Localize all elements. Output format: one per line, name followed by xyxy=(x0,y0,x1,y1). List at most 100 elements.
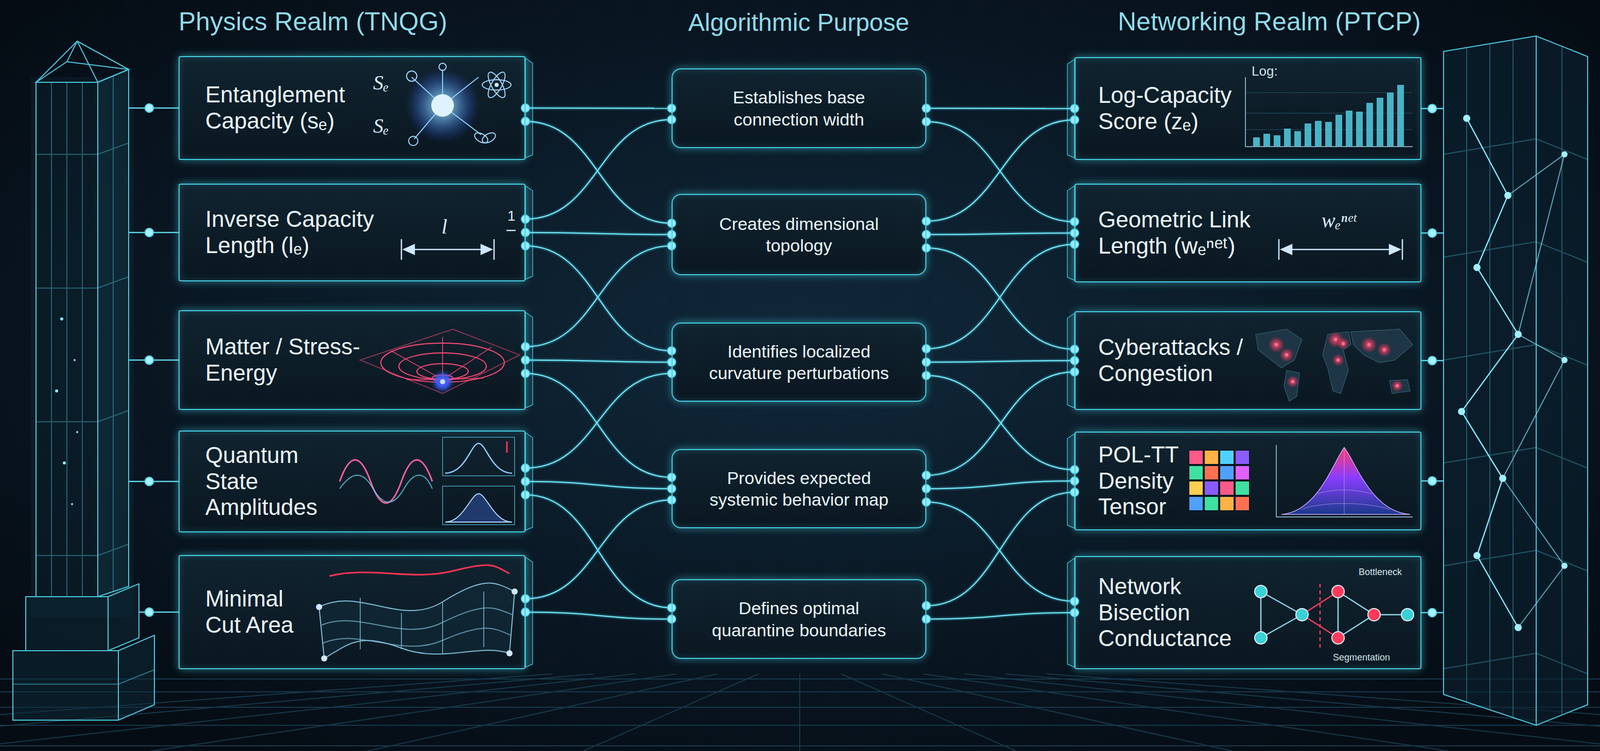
attack-map-illustration-part xyxy=(1255,329,1413,402)
left-pillar-part xyxy=(117,651,119,721)
symbol-label: l xyxy=(441,215,448,239)
connector xyxy=(922,229,1079,239)
left-pillar-part xyxy=(55,317,79,506)
attack-map-illustration-part-part xyxy=(1333,338,1338,342)
text-block: Provides expected systemic behavior map xyxy=(696,467,903,512)
attack-map-illustration-part-part xyxy=(1279,347,1294,363)
right-pillar-part xyxy=(1457,114,1568,632)
box-label: Network Bisection Conductance xyxy=(1098,573,1238,653)
connector-glow xyxy=(926,119,1075,222)
purpose-box: Creates dimensional topology xyxy=(671,194,927,276)
amplitude-illustration-part xyxy=(442,486,515,525)
network-graph-illustration-part-part xyxy=(1260,591,1303,615)
connector-glow xyxy=(525,373,672,478)
network-graph-illustration-part xyxy=(1319,584,1322,649)
gravity-well-illustration-part xyxy=(440,379,446,385)
box-panels-part xyxy=(178,310,526,411)
connector-glow xyxy=(525,106,672,111)
box-label: Matter / Stress-Energy xyxy=(205,333,376,386)
right-pillar-part-part xyxy=(1561,151,1568,158)
box-panels-part xyxy=(178,430,526,533)
connector xyxy=(922,117,1079,227)
link-length-illustration-part xyxy=(1284,249,1398,251)
purpose-box: Provides expected systemic behavior map xyxy=(671,449,927,529)
left-pillar-part-part xyxy=(97,544,129,556)
connector xyxy=(922,608,1079,624)
connector-dot xyxy=(521,477,530,486)
box-panels-part xyxy=(1074,556,1422,670)
left-pillar-part xyxy=(97,69,129,597)
connector xyxy=(922,243,1079,354)
floor-grid-part xyxy=(367,674,718,751)
connector xyxy=(521,490,676,613)
connector xyxy=(521,241,676,351)
text-block: Inverse Capacity Length (lₑ) xyxy=(205,206,391,259)
left-pillar-part xyxy=(118,670,155,685)
concept-box: Inverse Capacity Length (lₑ) xyxy=(178,183,526,282)
density-tensor-illustration-part-part xyxy=(1235,465,1250,481)
right-pillar-part-part xyxy=(1443,653,1537,670)
concept-box: Quantum State Amplitudes xyxy=(178,430,526,533)
amplitude-illustration-part xyxy=(445,443,513,474)
right-pillar-part xyxy=(1502,154,1565,628)
density-tensor-illustration-part xyxy=(1281,447,1411,515)
right-pillar-links-part xyxy=(1428,104,1437,113)
box-label: Provides expected systemic behavior map xyxy=(696,467,903,512)
right-pillar-part-part xyxy=(1504,191,1512,200)
length-illustration-part xyxy=(493,239,496,260)
box-panels-part xyxy=(1074,183,1422,283)
bar-chart-illustration-part-part xyxy=(1294,131,1301,147)
density-tensor-illustration-part-part xyxy=(1204,496,1219,512)
connector-line xyxy=(525,232,672,235)
connector-glow xyxy=(926,360,1075,363)
link-length-illustration-part xyxy=(1389,244,1400,255)
connector-glow xyxy=(525,373,672,469)
minimal-surface-illustration-part xyxy=(359,598,361,650)
text-block: Minimal Cut Area xyxy=(205,586,319,639)
connector-dot xyxy=(922,471,931,480)
right-pillar-part-part xyxy=(1473,264,1481,272)
left-pillar-part-part xyxy=(97,143,129,155)
connector-glow xyxy=(926,481,1075,489)
connector xyxy=(521,477,676,494)
bar-chart-illustration-part-part xyxy=(1314,120,1322,147)
left-pillar-part-part xyxy=(60,317,64,321)
connector-line xyxy=(525,495,672,609)
left-pillar-part-part xyxy=(97,410,129,423)
connector-line xyxy=(926,372,1075,476)
density-tensor-illustration-part xyxy=(1276,445,1413,518)
symbol-label: Sₑ xyxy=(373,114,390,138)
connector-dot xyxy=(521,490,530,500)
left-pillar-links-part xyxy=(145,356,154,365)
density-tensor-illustration xyxy=(1188,445,1413,518)
left-pillar-part xyxy=(66,41,78,62)
minimal-surface-illustration-part-part xyxy=(506,650,513,657)
connector xyxy=(521,117,676,228)
network-graph-illustration-part-part xyxy=(1337,591,1340,639)
right-pillar-part-part xyxy=(1499,475,1507,483)
right-pillar-part xyxy=(1443,40,1588,718)
attack-map-illustration-part-part xyxy=(1367,343,1371,347)
left-pillar-part xyxy=(36,76,129,597)
left-pillar-part xyxy=(36,82,98,597)
attack-map-illustration xyxy=(1255,329,1413,402)
concept-box: Cyberattacks / Congestion xyxy=(1074,311,1422,411)
attack-map-illustration-part-part xyxy=(1350,329,1413,363)
left-pillar-part-part xyxy=(36,555,98,557)
right-pillar-part-part xyxy=(1443,241,1537,258)
left-pillar-part xyxy=(36,61,129,83)
network-graph-illustration-part-part xyxy=(1367,608,1381,622)
bar-chart-illustration-part-part xyxy=(1356,111,1363,147)
entanglement-illustration-part-part xyxy=(438,63,447,71)
concept-box: Matter / Stress-Energy xyxy=(178,310,526,411)
connector-glow xyxy=(926,612,1075,620)
connector xyxy=(922,356,1079,367)
bar-chart-illustration-part-part xyxy=(1273,135,1281,147)
connector-line xyxy=(525,107,672,110)
right-pillar-part-part xyxy=(1489,43,1491,711)
attack-map-illustration-part xyxy=(1268,331,1404,393)
right-pillar-part-part xyxy=(1443,138,1537,155)
concept-box: Geometric Link Length (wₑⁿᵉᵗ) xyxy=(1074,183,1422,283)
amplitude-illustration-part xyxy=(445,494,513,523)
amplitude-illustration-part xyxy=(442,437,515,477)
